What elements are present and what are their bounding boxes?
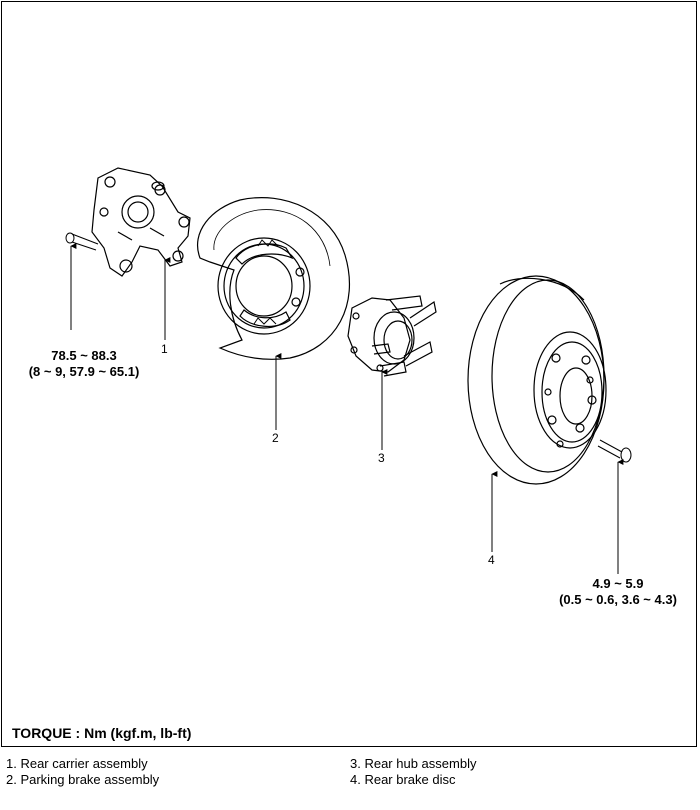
- torque-spec-carrier-bolt: 78.5 ~ 88.3 (8 ~ 9, 57.9 ~ 65.1): [14, 348, 154, 380]
- torque-nm: 4.9 ~ 5.9: [592, 576, 644, 591]
- torque-spec-disc-screw: 4.9 ~ 5.9 (0.5 ~ 0.6, 3.6 ~ 4.3): [548, 576, 688, 608]
- callout-2: 2: [272, 431, 279, 445]
- rear-hub-assembly: [347, 295, 437, 377]
- legend-item-1: 1. Rear carrier assembly: [6, 756, 148, 771]
- legend-item-3: 3. Rear hub assembly: [350, 756, 477, 771]
- callout-1: 1: [161, 342, 168, 356]
- legend-item-4: 4. Rear brake disc: [350, 772, 456, 787]
- callout-4: 4: [488, 553, 495, 567]
- callout-3: 3: [378, 451, 385, 465]
- parking-brake-assembly: [197, 197, 350, 360]
- rear-brake-disc: [467, 275, 607, 485]
- torque-nm: 78.5 ~ 88.3: [51, 348, 117, 363]
- rear-carrier-assembly: [91, 167, 191, 277]
- diagram-frame: [1, 1, 697, 747]
- torque-kgf-lbft: (0.5 ~ 0.6, 3.6 ~ 4.3): [559, 592, 677, 607]
- exploded-view-diagram: [65, 167, 632, 574]
- torque-kgf-lbft: (8 ~ 9, 57.9 ~ 65.1): [28, 364, 140, 379]
- leader-lines: [70, 243, 624, 574]
- torque-units-title: TORQUE : Nm (kgf.m, lb-ft): [12, 725, 192, 741]
- legend-item-2: 2. Parking brake assembly: [6, 772, 160, 787]
- disc-screw: [597, 439, 632, 463]
